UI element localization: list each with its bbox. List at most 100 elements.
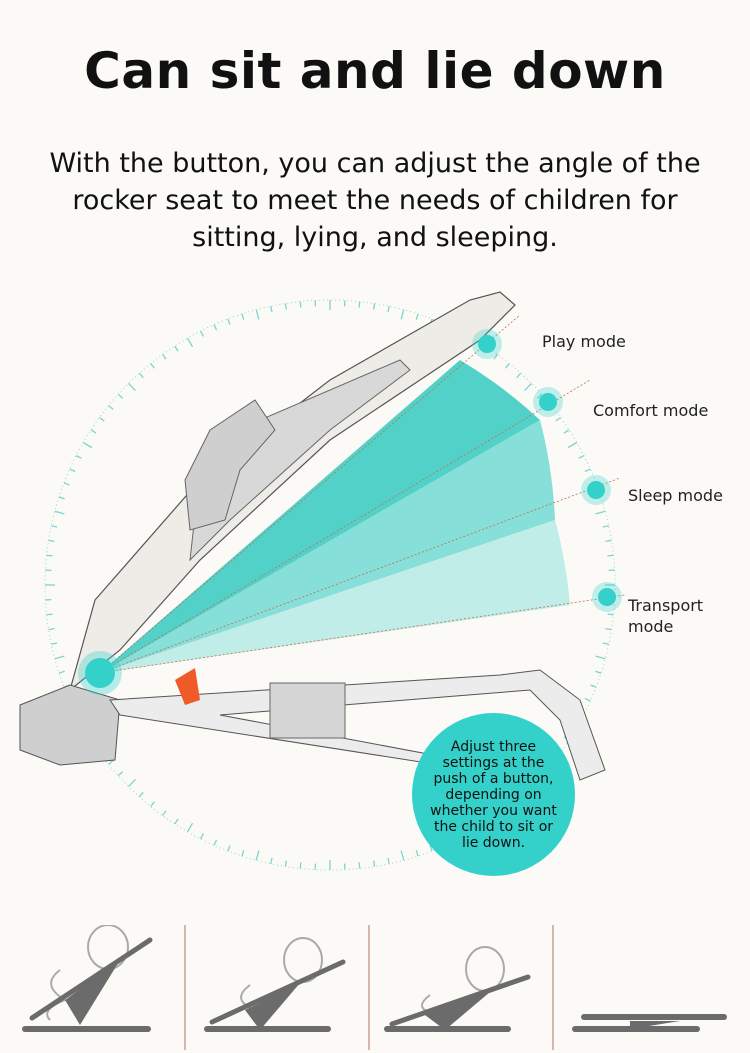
dial-tick (584, 697, 591, 702)
dial-tick (161, 810, 167, 816)
icon-sleep (384, 946, 531, 1032)
subtitle: With the button, you can adjust the angl… (49, 148, 701, 253)
dial-tick (595, 655, 606, 660)
mode-icons (22, 925, 727, 1050)
dial-tick (400, 850, 405, 861)
dial-tick (270, 306, 273, 313)
dial-tick (128, 778, 137, 787)
rocker-base (19, 684, 121, 766)
rocker-seat (68, 291, 516, 692)
rocker-diagram (19, 291, 626, 871)
icon-play (22, 925, 153, 1032)
dial-tick (82, 441, 93, 449)
dial-tick (128, 383, 137, 392)
dial-tick (602, 525, 609, 528)
dial-tick (387, 857, 390, 864)
dial-tick (69, 468, 76, 473)
dial-tick (108, 405, 114, 410)
dial-tick (138, 372, 144, 379)
dial-tick (607, 554, 614, 557)
dial-tick (54, 655, 65, 660)
dial-tick (63, 482, 70, 486)
dial-tick (200, 833, 204, 840)
angle-lines (99, 314, 626, 674)
dial-tick (213, 324, 218, 331)
dial-tick (58, 496, 65, 500)
dial-tick (358, 862, 361, 869)
dial-tick (99, 416, 105, 422)
dial-tick (299, 862, 302, 869)
dial-tick (563, 429, 570, 434)
dial-tick (117, 393, 124, 399)
dial-tick (186, 337, 194, 348)
callout-text: Adjust three settings at the push of a b… (430, 738, 557, 851)
mode-label-play: Play mode (542, 332, 626, 351)
dial-tick (567, 441, 578, 449)
dial-tick (186, 822, 194, 833)
dial-tick (48, 628, 55, 631)
dial-tick (578, 455, 585, 459)
dial-tick (58, 670, 65, 674)
dial-tick (358, 301, 361, 308)
dial-tick (605, 628, 612, 631)
dial-tick (299, 301, 302, 308)
dial-tick (150, 801, 155, 807)
dial-tick (523, 383, 532, 392)
dial-tick (284, 303, 287, 310)
dial-tick (227, 318, 231, 325)
dial-tick (174, 345, 179, 352)
dial-tick (117, 771, 124, 777)
dial-tick (241, 313, 245, 320)
dial-tick (51, 525, 58, 528)
dial-tick (555, 416, 561, 422)
dial-tick (46, 613, 53, 616)
dial-tick (54, 510, 65, 515)
mode-dots (472, 329, 622, 612)
icon-comfort (204, 937, 346, 1032)
dial-tick (505, 363, 510, 369)
dial-tick (415, 313, 419, 320)
mode-label-transport: Transport mode (628, 596, 704, 636)
dial-tick (595, 670, 602, 674)
dial-tick (373, 860, 376, 867)
icon-transport (572, 1014, 727, 1032)
dial-tick (400, 309, 405, 320)
dial-tick (584, 468, 591, 473)
callout-bubble: Adjust three settings at the push of a b… (412, 713, 575, 876)
dial-tick (387, 306, 390, 313)
dial-tick (255, 309, 260, 320)
dial-tick (493, 354, 499, 360)
dial-tick (161, 354, 167, 360)
dial-tick (174, 818, 179, 825)
harness (184, 399, 276, 531)
pivot-dot (85, 658, 115, 688)
dial-tick (227, 845, 231, 852)
dial-tick (200, 330, 204, 337)
dial-tick (373, 303, 376, 310)
frame-sleeve (269, 682, 346, 739)
dial-tick (150, 363, 155, 369)
angle-fans (100, 360, 570, 673)
dial-tick (605, 539, 612, 542)
dial-tick (270, 857, 273, 864)
dial-tick (48, 539, 55, 542)
dial-tick (138, 791, 144, 798)
dial-tick (536, 393, 543, 399)
dial-tick (595, 510, 606, 515)
mode-label-sleep: Sleep mode (628, 486, 723, 505)
dial-tick (46, 554, 53, 557)
dial-tick (51, 642, 58, 645)
dial-tick (415, 850, 419, 857)
dial-tick (90, 429, 97, 434)
dial-tick (213, 839, 218, 846)
dial-tick (607, 613, 614, 616)
dial-tick (255, 850, 260, 861)
dial-tick (108, 760, 114, 765)
dial-tick (516, 372, 522, 379)
dial-tick (590, 684, 597, 688)
adjust-button (175, 668, 200, 705)
mode-label-comfort: Comfort mode (593, 401, 709, 420)
page-title: Can sit and lie down (84, 42, 666, 100)
dial-tick (75, 455, 82, 459)
dial-tick (602, 642, 609, 645)
